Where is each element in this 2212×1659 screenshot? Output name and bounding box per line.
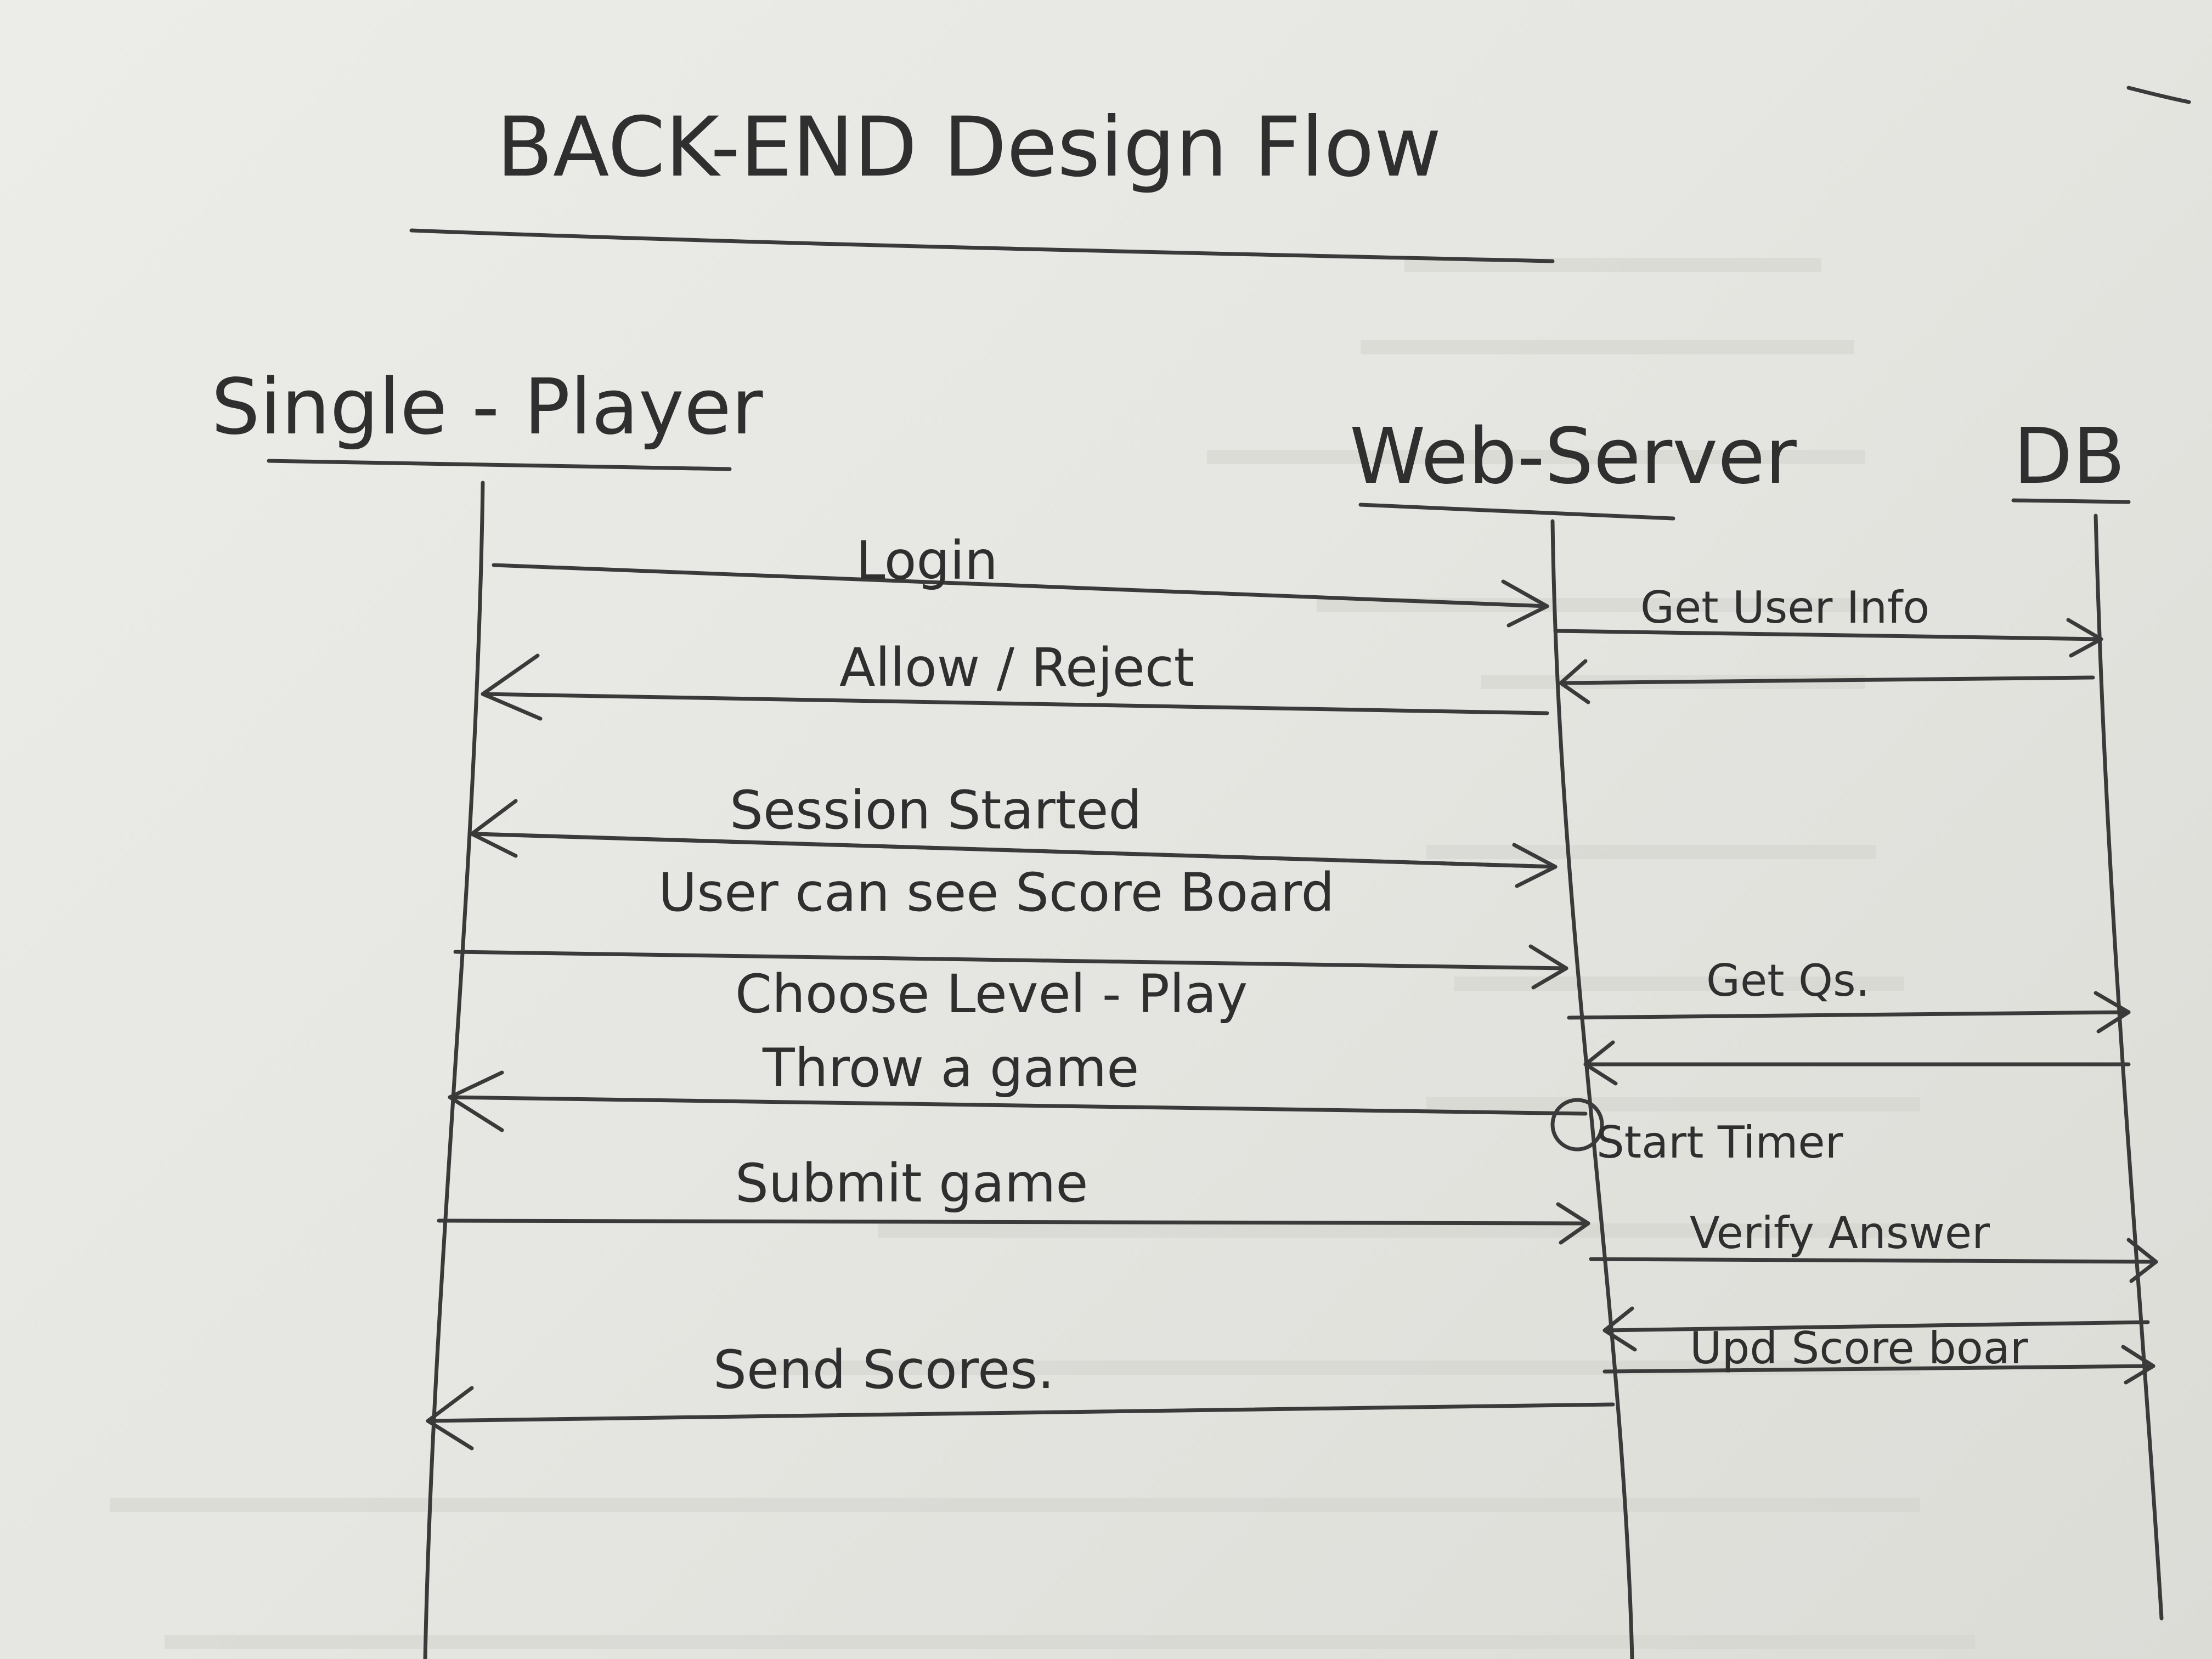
actor-single-player: Single - Player [211, 363, 763, 452]
message-label: Choose Level - Play [735, 963, 1248, 1025]
message-label: Upd Score boar [1690, 1323, 2028, 1374]
message-get-qs: Get Qs. [1567, 955, 2131, 1034]
message-choose-level: Choose Level - Play [453, 944, 1568, 1025]
message-db-return-verify [1602, 1306, 2150, 1352]
message-label: Login [856, 530, 998, 591]
message-login: Login [492, 530, 1549, 628]
title-underline [409, 228, 1555, 263]
lifeline-single-player [423, 481, 485, 1659]
actor-web-server-underline [1358, 503, 1675, 521]
lifeline-web-server [1550, 519, 1634, 1659]
note-label: Start Timer [1596, 1117, 1843, 1168]
message-throw-game: Throw a game [448, 1037, 1588, 1132]
actor-single-player-underline [267, 459, 732, 471]
timer-circle [1550, 1098, 1604, 1152]
note-start-timer: Start Timer [1550, 1098, 1843, 1168]
message-db-return-user-info [1559, 659, 2095, 704]
message-label: Allow / Reject [839, 637, 1194, 698]
message-score-board: User can see Score Board [470, 799, 1558, 923]
message-verify-answer: Verify Answer [1589, 1207, 2158, 1283]
show-through-texture [110, 258, 1975, 1649]
message-submit-game: Submit game [437, 1153, 1590, 1245]
message-get-user-info: Get User Info [1553, 582, 2103, 658]
lifeline-db [2094, 514, 2164, 1621]
message-db-return-qs [1583, 1040, 2131, 1086]
message-label: Send Scores. [713, 1339, 1054, 1401]
message-label: Submit game [735, 1153, 1088, 1214]
diagram-title: BACK-END Design Flow [496, 100, 1442, 195]
message-label: Throw a game [762, 1037, 1139, 1099]
message-label: User can see Score Board [658, 862, 1334, 923]
message-label: Session Started [730, 780, 1142, 841]
message-label: Get Qs. [1706, 955, 1870, 1006]
actor-web-server: Web-Server [1350, 412, 1797, 501]
message-label: Verify Answer [1690, 1207, 1990, 1259]
actor-db-underline [2011, 498, 2131, 504]
pencil-mark [2126, 86, 2191, 104]
actor-db: DB [2013, 412, 2125, 501]
message-label: Get User Info [1640, 582, 1929, 633]
message-upd-score: Upd Score boar [1602, 1323, 2155, 1385]
message-send-scores: Send Scores. [426, 1339, 1615, 1451]
message-allow-reject: Allow / Reject [481, 637, 1549, 721]
